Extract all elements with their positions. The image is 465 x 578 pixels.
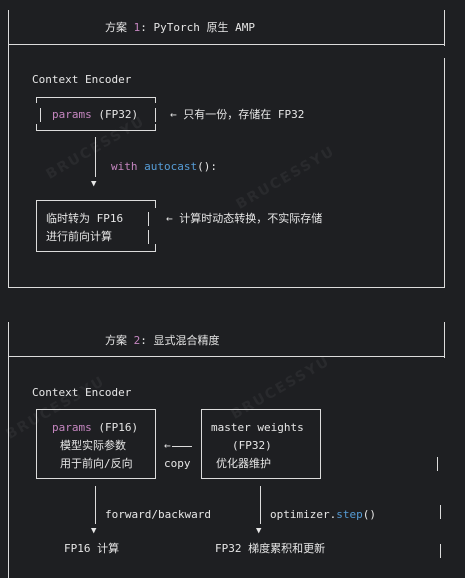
title-suffix: : 显式混合精度 (140, 334, 220, 347)
section-1-right-border (444, 58, 445, 288)
params-fp16-line2: 模型实际参数 (60, 439, 126, 452)
context-encoder-label: Context Encoder (32, 386, 132, 399)
master-weights-precision: (FP32) (232, 439, 272, 452)
section-1-title: 方案 1: PyTorch 原生 AMP (105, 21, 255, 35)
params-precision: (FP32) (91, 108, 139, 121)
right-marker (440, 505, 441, 519)
temp-fp16-line2: 进行前向计算 (46, 230, 112, 243)
temp-fp16-line1: 临时转为 FP16 (46, 212, 124, 225)
title-number: 2 (133, 334, 141, 347)
forward-backward-label: forward/backward (105, 508, 211, 521)
autocast-function: autocast (144, 160, 198, 173)
step-call: () (362, 508, 376, 521)
optimizer-connector (260, 486, 261, 524)
params-keyword: params (52, 421, 92, 434)
section-2-title: 方案 2: 显式混合精度 (105, 334, 220, 348)
params-fp32-label: params (FP32) (52, 108, 138, 122)
params-keyword: params (52, 108, 92, 121)
autocast-code: with autocast(): (111, 160, 217, 174)
params-fp16-line3: 用于前向/反向 (60, 457, 133, 470)
section-2-header-divider (8, 356, 445, 357)
watermark: BRUCESSYU (233, 143, 339, 213)
optimizer-step-code: optimizer.step() (270, 508, 376, 522)
section-1-left-border (8, 10, 9, 288)
params-fp16-label: params (FP16) (52, 421, 138, 435)
temp-note: ← 计算时动态转换，不实际存储 (166, 212, 323, 225)
title-number: 1 (133, 21, 141, 34)
flow-connector (95, 137, 96, 177)
master-weights-label: master weights (211, 421, 304, 434)
down-arrow-icon: ▼ (91, 526, 97, 536)
params-note: ← 只有一份，存储在 FP32 (170, 108, 305, 121)
section-2-right-border (444, 322, 445, 358)
section-1-bottom-border (8, 287, 445, 288)
down-arrow-icon: ▼ (256, 526, 262, 536)
fp32-update-label: FP32 梯度累积和更新 (215, 542, 326, 555)
context-encoder-label: Context Encoder (32, 73, 132, 86)
title-prefix: 方案 (105, 334, 134, 347)
title-prefix: 方案 (105, 21, 134, 34)
step-method: step (336, 508, 363, 521)
master-weights-note: 优化器维护 (216, 457, 271, 470)
section-1-right-border (444, 10, 445, 46)
section-2-left-border (8, 322, 9, 578)
optimizer-object: optimizer. (270, 508, 337, 521)
watermark: BRUCESSYU (228, 353, 334, 423)
fp16-compute-label: FP16 计算 (64, 542, 120, 555)
section-1-header-divider (8, 44, 445, 45)
right-marker (437, 457, 438, 471)
copy-label: copy (164, 457, 191, 470)
title-suffix: : PyTorch 原生 AMP (140, 21, 255, 34)
copy-arrow-icon: ← (164, 439, 171, 452)
down-arrow-icon: ▼ (91, 179, 97, 189)
autocast-call: (): (197, 160, 217, 173)
copy-arrow-line (172, 446, 192, 447)
right-marker (440, 544, 441, 558)
forward-connector (95, 486, 96, 524)
with-keyword: with (111, 160, 138, 173)
params-precision: (FP16) (91, 421, 139, 434)
